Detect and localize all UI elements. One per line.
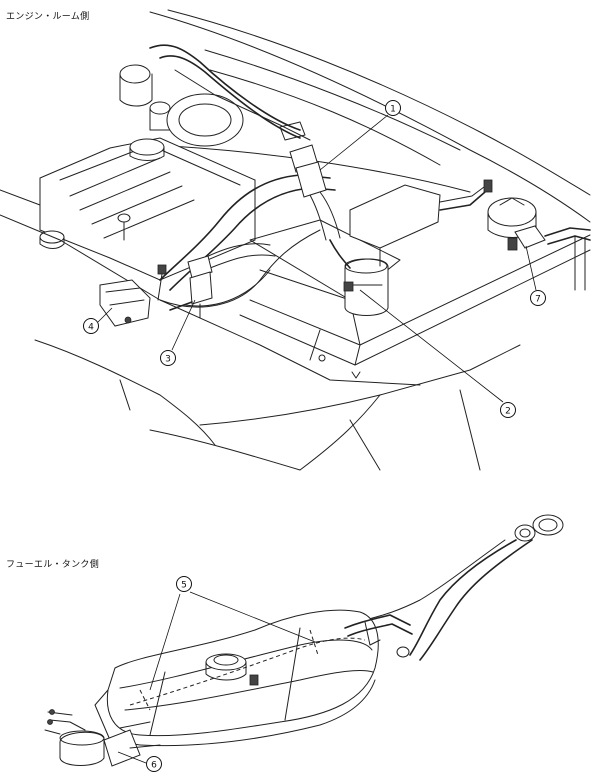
callout-3-label: 3 bbox=[165, 355, 171, 365]
engine-room-illustration bbox=[0, 9, 591, 471]
callout-6-label: 6 bbox=[151, 761, 157, 771]
fuel-tank-illustration bbox=[44, 514, 564, 767]
fuel-tank-side-label: フューエル・タンク側 bbox=[6, 560, 100, 570]
callout-4: 4 bbox=[83, 307, 113, 334]
callout-5: 5 bbox=[149, 576, 316, 691]
engine-room-side-label: エンジン・ルーム側 bbox=[6, 12, 90, 22]
callout-6: 6 bbox=[117, 751, 162, 772]
callout-5-label: 5 bbox=[181, 581, 187, 591]
callout-2: 2 bbox=[359, 289, 516, 418]
callout-2-label: 2 bbox=[505, 407, 511, 417]
callout-1-label: 1 bbox=[390, 105, 396, 115]
callout-1: 1 bbox=[319, 100, 401, 171]
callout-4-label: 4 bbox=[88, 323, 94, 333]
callout-3: 3 bbox=[160, 299, 196, 366]
callout-7-label: 7 bbox=[535, 295, 541, 305]
callout-7: 7 bbox=[525, 245, 546, 306]
